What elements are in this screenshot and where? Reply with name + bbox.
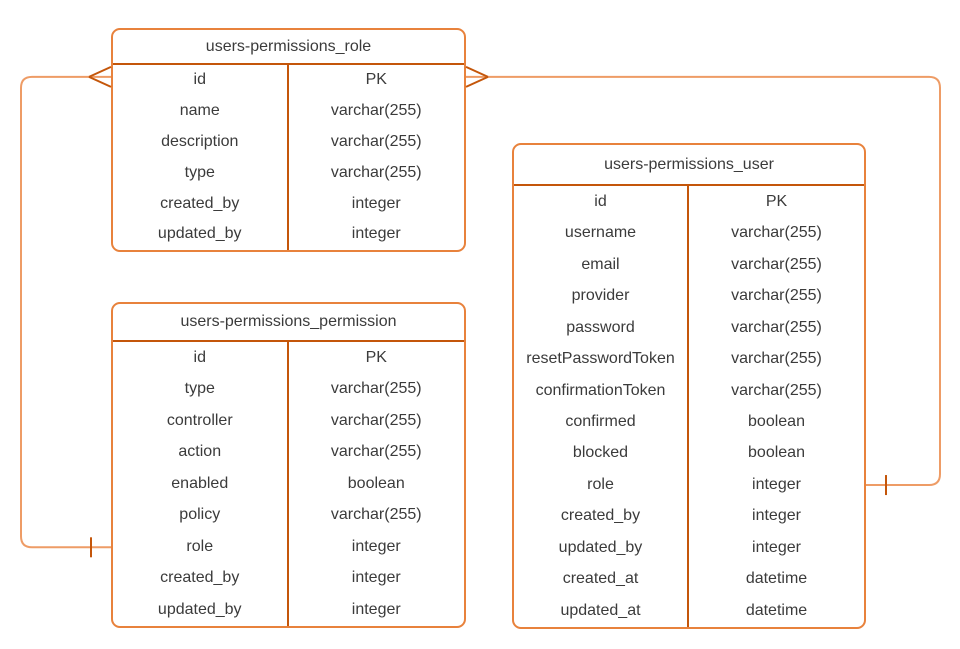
field-row-id: id PK — [514, 186, 864, 218]
field-name-cell: confirmed — [514, 406, 689, 438]
field-row-updated_by: updated_by integer — [113, 218, 464, 250]
field-row-created_by: created_by integer — [514, 500, 864, 533]
field-name-cell: action — [113, 436, 289, 469]
field-row-type: type varchar(255) — [113, 157, 464, 189]
entity-field-list: id PK type varchar(255) controller varchar(25… — [113, 342, 464, 626]
field-row-password: password varchar(255) — [514, 311, 864, 344]
field-row-updated_by: updated_by integer — [113, 594, 464, 626]
field-type-cell: integer — [752, 538, 801, 556]
field-type-cell: PK — [365, 71, 387, 89]
field-row-role: role integer — [113, 531, 464, 563]
field-type-cell: varchar(255) — [330, 506, 422, 524]
field-type-cell: PK — [765, 192, 788, 210]
relationship-line-role-to-permission — [20, 75, 111, 549]
field-name-cell: role — [514, 469, 689, 501]
field-name-cell: enabled — [113, 468, 289, 500]
many-crowsfoot-icon-role-to-permission — [88, 65, 112, 88]
entity-title: users-permissions_permission — [113, 304, 464, 342]
field-name-cell: policy — [113, 499, 289, 532]
field-name-cell: confirmationToken — [514, 374, 689, 407]
field-type-cell: varchar(255) — [330, 411, 422, 429]
field-name-cell: id — [113, 342, 289, 374]
entity-title: users-permissions_role — [113, 30, 464, 65]
field-row-created_by: created_by integer — [113, 188, 464, 219]
field-row-policy: policy varchar(255) — [113, 499, 464, 532]
field-name-cell: updated_by — [113, 594, 289, 626]
field-row-created_at: created_at datetime — [514, 563, 864, 596]
field-row-updated_at: updated_at datetime — [514, 595, 864, 627]
field-name-cell: blocked — [514, 437, 689, 470]
field-name-cell: role — [113, 531, 289, 563]
many-crowsfoot-icon-role-to-user — [465, 65, 489, 88]
field-type-cell: varchar(255) — [731, 287, 822, 305]
field-row-email: email varchar(255) — [514, 248, 864, 281]
field-name-cell: email — [514, 248, 689, 281]
field-type-cell: datetime — [745, 601, 808, 619]
field-row-name: name varchar(255) — [113, 95, 464, 127]
field-type-cell: boolean — [347, 474, 405, 492]
field-name-cell: type — [113, 373, 289, 406]
field-type-cell: integer — [351, 194, 401, 212]
field-name-cell: username — [514, 217, 689, 249]
field-type-cell: boolean — [748, 413, 805, 431]
field-type-cell: integer — [752, 507, 801, 525]
field-row-id: id PK — [113, 65, 464, 96]
field-row-type: type varchar(255) — [113, 373, 464, 406]
field-name-cell: controller — [113, 405, 289, 437]
entity-field-list: id PK name varchar(255) description varchar(2… — [113, 65, 464, 250]
field-type-cell: varchar(255) — [731, 255, 822, 273]
field-name-cell: provider — [514, 280, 689, 312]
field-type-cell: PK — [365, 348, 387, 366]
field-row-blocked: blocked boolean — [514, 437, 864, 470]
field-type-cell: varchar(255) — [731, 224, 822, 242]
field-row-enabled: enabled boolean — [113, 468, 464, 500]
field-name-cell: resetPasswordToken — [514, 343, 689, 375]
field-name-cell: password — [514, 311, 689, 344]
field-name-cell: description — [113, 126, 289, 158]
field-name-cell: type — [113, 157, 289, 189]
field-type-cell: integer — [351, 537, 401, 555]
field-row-provider: provider varchar(255) — [514, 280, 864, 312]
field-row-controller: controller varchar(255) — [113, 405, 464, 437]
field-type-cell: varchar(255) — [330, 380, 422, 398]
field-type-cell: integer — [351, 225, 401, 243]
field-type-cell: integer — [752, 475, 801, 493]
field-type-cell: varchar(255) — [731, 318, 822, 336]
field-type-cell: varchar(255) — [330, 102, 422, 120]
field-name-cell: updated_at — [514, 595, 689, 627]
field-row-updated_by: updated_by integer — [514, 532, 864, 564]
entity-field-list: id PK username varchar(255) email varchar(255… — [514, 186, 864, 627]
field-name-cell: created_by — [514, 500, 689, 533]
field-row-confirmationToken: confirmationToken varchar(255) — [514, 374, 864, 407]
field-type-cell: varchar(255) — [330, 132, 422, 150]
field-type-cell: datetime — [745, 570, 808, 588]
field-name-cell: id — [514, 186, 689, 218]
field-row-username: username varchar(255) — [514, 217, 864, 249]
field-name-cell: created_at — [514, 563, 689, 596]
field-name-cell: name — [113, 95, 289, 127]
field-row-role: role integer — [514, 469, 864, 501]
field-type-cell: integer — [351, 601, 401, 619]
field-row-confirmed: confirmed boolean — [514, 406, 864, 438]
field-row-created_by: created_by integer — [113, 562, 464, 595]
field-row-description: description varchar(255) — [113, 126, 464, 158]
field-name-cell: created_by — [113, 562, 289, 595]
field-name-cell: created_by — [113, 188, 289, 219]
field-type-cell: varchar(255) — [731, 350, 822, 368]
field-type-cell: boolean — [748, 444, 805, 462]
field-type-cell: integer — [351, 569, 401, 587]
entity-title: users-permissions_user — [514, 145, 864, 186]
field-row-id: id PK — [113, 342, 464, 374]
field-name-cell: updated_by — [113, 218, 289, 250]
field-type-cell: varchar(255) — [330, 443, 422, 461]
field-name-cell: id — [113, 65, 289, 96]
field-type-cell: varchar(255) — [731, 381, 822, 399]
field-type-cell: varchar(255) — [330, 163, 422, 181]
field-row-resetPasswordToken: resetPasswordToken varchar(255) — [514, 343, 864, 375]
field-name-cell: updated_by — [514, 532, 689, 564]
field-row-action: action varchar(255) — [113, 436, 464, 469]
